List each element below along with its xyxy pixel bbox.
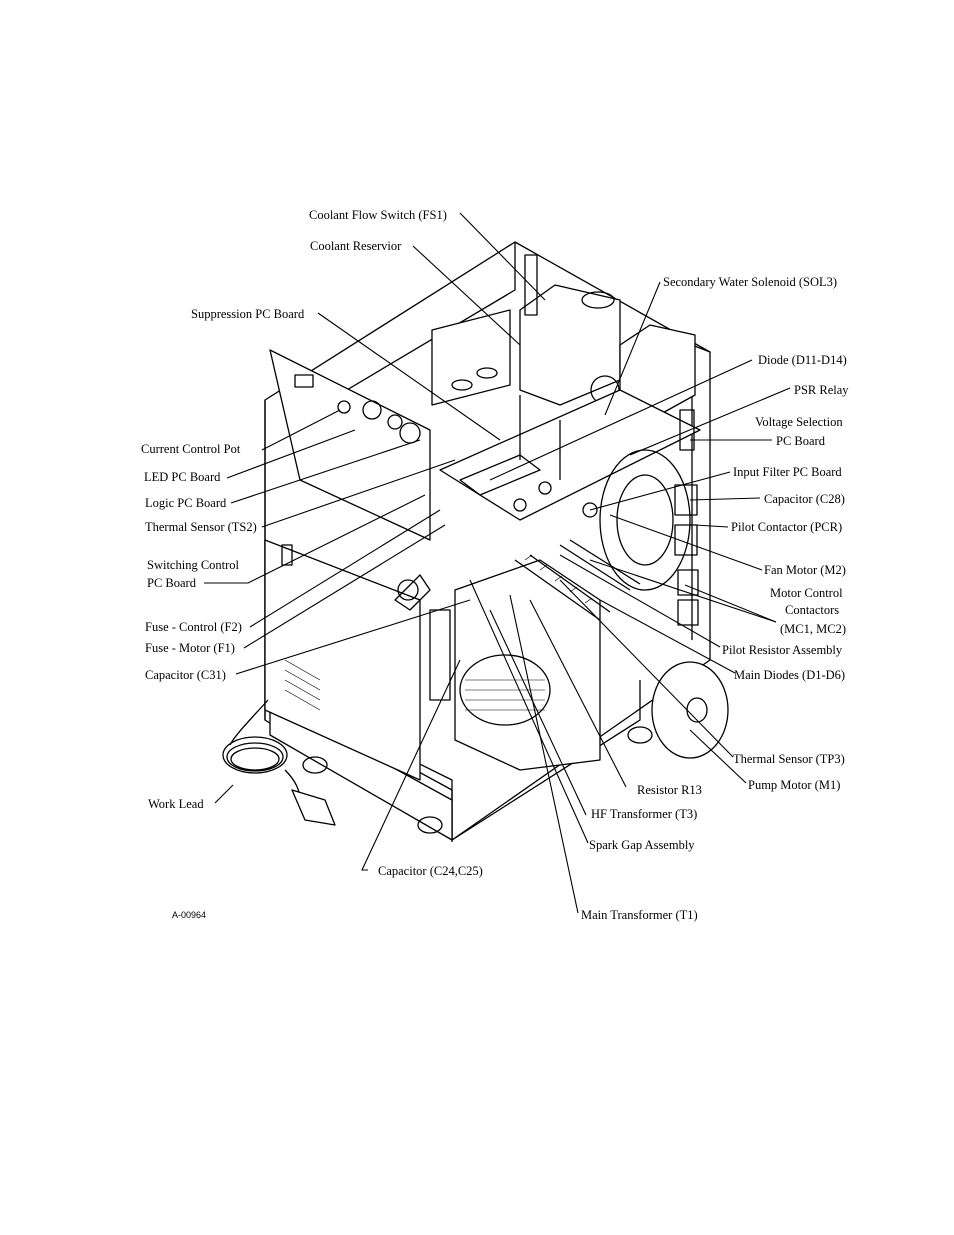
- label-secondary-water-solenoid: Secondary Water Solenoid (SOL3): [663, 275, 838, 289]
- label-hf-transformer: HF Transformer (T3): [591, 807, 698, 821]
- figure-id: A-00964: [172, 910, 207, 920]
- label-capacitor-c24-c25: Capacitor (C24,C25): [378, 864, 483, 878]
- pilot-resistor-coils: [514, 539, 641, 621]
- label-current-control-pot: Current Control Pot: [141, 442, 241, 456]
- label-fuse-control: Fuse - Control (F2): [145, 620, 242, 634]
- label-pilot-resistor-assembly: Pilot Resistor Assembly: [722, 643, 843, 657]
- front-panel: [269, 349, 431, 541]
- label-capacitor-c31: Capacitor (C31): [145, 668, 226, 682]
- left-side-panel: [264, 539, 421, 781]
- center-chassis: [439, 389, 701, 521]
- label-motor-control-line2: Contactors: [785, 603, 840, 617]
- label-switching-control-line1: Switching Control: [147, 558, 240, 572]
- label-capacitor-c28: Capacitor (C28): [764, 492, 845, 506]
- label-resistor-r13: Resistor R13: [637, 783, 702, 797]
- label-voltage-selection-line1: Voltage Selection: [755, 415, 843, 429]
- label-main-diodes: Main Diodes (D1-D6): [734, 668, 846, 682]
- label-logic-pc-board: Logic PC Board: [145, 496, 227, 510]
- casters: [302, 726, 653, 834]
- strain-relief: [394, 574, 431, 611]
- pump-wheel: [651, 661, 729, 759]
- label-switching-control-line2: PC Board: [147, 576, 196, 590]
- label-led-pc-board: LED PC Board: [144, 470, 221, 484]
- label-suppression-pc-board: Suppression PC Board: [191, 307, 305, 321]
- label-motor-control-line3: (MC1, MC2): [780, 622, 846, 636]
- label-diode-d11-d14: Diode (D11-D14): [758, 353, 847, 367]
- label-coolant-reservoir: Coolant Reservior: [310, 239, 402, 253]
- work-lead-cable: [222, 699, 336, 826]
- label-coolant-flow-switch: Coolant Flow Switch (FS1): [309, 208, 447, 222]
- label-spark-gap-assembly: Spark Gap Assembly: [589, 838, 695, 852]
- label-thermal-sensor-ts2: Thermal Sensor (TS2): [145, 520, 257, 534]
- label-thermal-sensor-tp3: Thermal Sensor (TP3): [733, 752, 845, 766]
- fan-housing: [599, 449, 691, 591]
- label-psr-relay: PSR Relay: [794, 383, 849, 397]
- main-transformer-body: [429, 559, 601, 771]
- suppression-board: [431, 309, 511, 406]
- label-work-lead: Work Lead: [148, 797, 204, 811]
- label-input-filter-pc-board: Input Filter PC Board: [733, 465, 842, 479]
- label-fuse-motor: Fuse - Motor (F1): [145, 641, 235, 655]
- label-fan-motor: Fan Motor (M2): [764, 563, 846, 577]
- leader-lines: [204, 212, 791, 914]
- label-voltage-selection-line2: PC Board: [776, 434, 825, 448]
- label-pilot-contactor: Pilot Contactor (PCR): [731, 520, 843, 534]
- label-main-transformer: Main Transformer (T1): [581, 908, 698, 922]
- label-motor-control-line1: Motor Control: [770, 586, 843, 600]
- label-pump-motor: Pump Motor (M1): [748, 778, 841, 792]
